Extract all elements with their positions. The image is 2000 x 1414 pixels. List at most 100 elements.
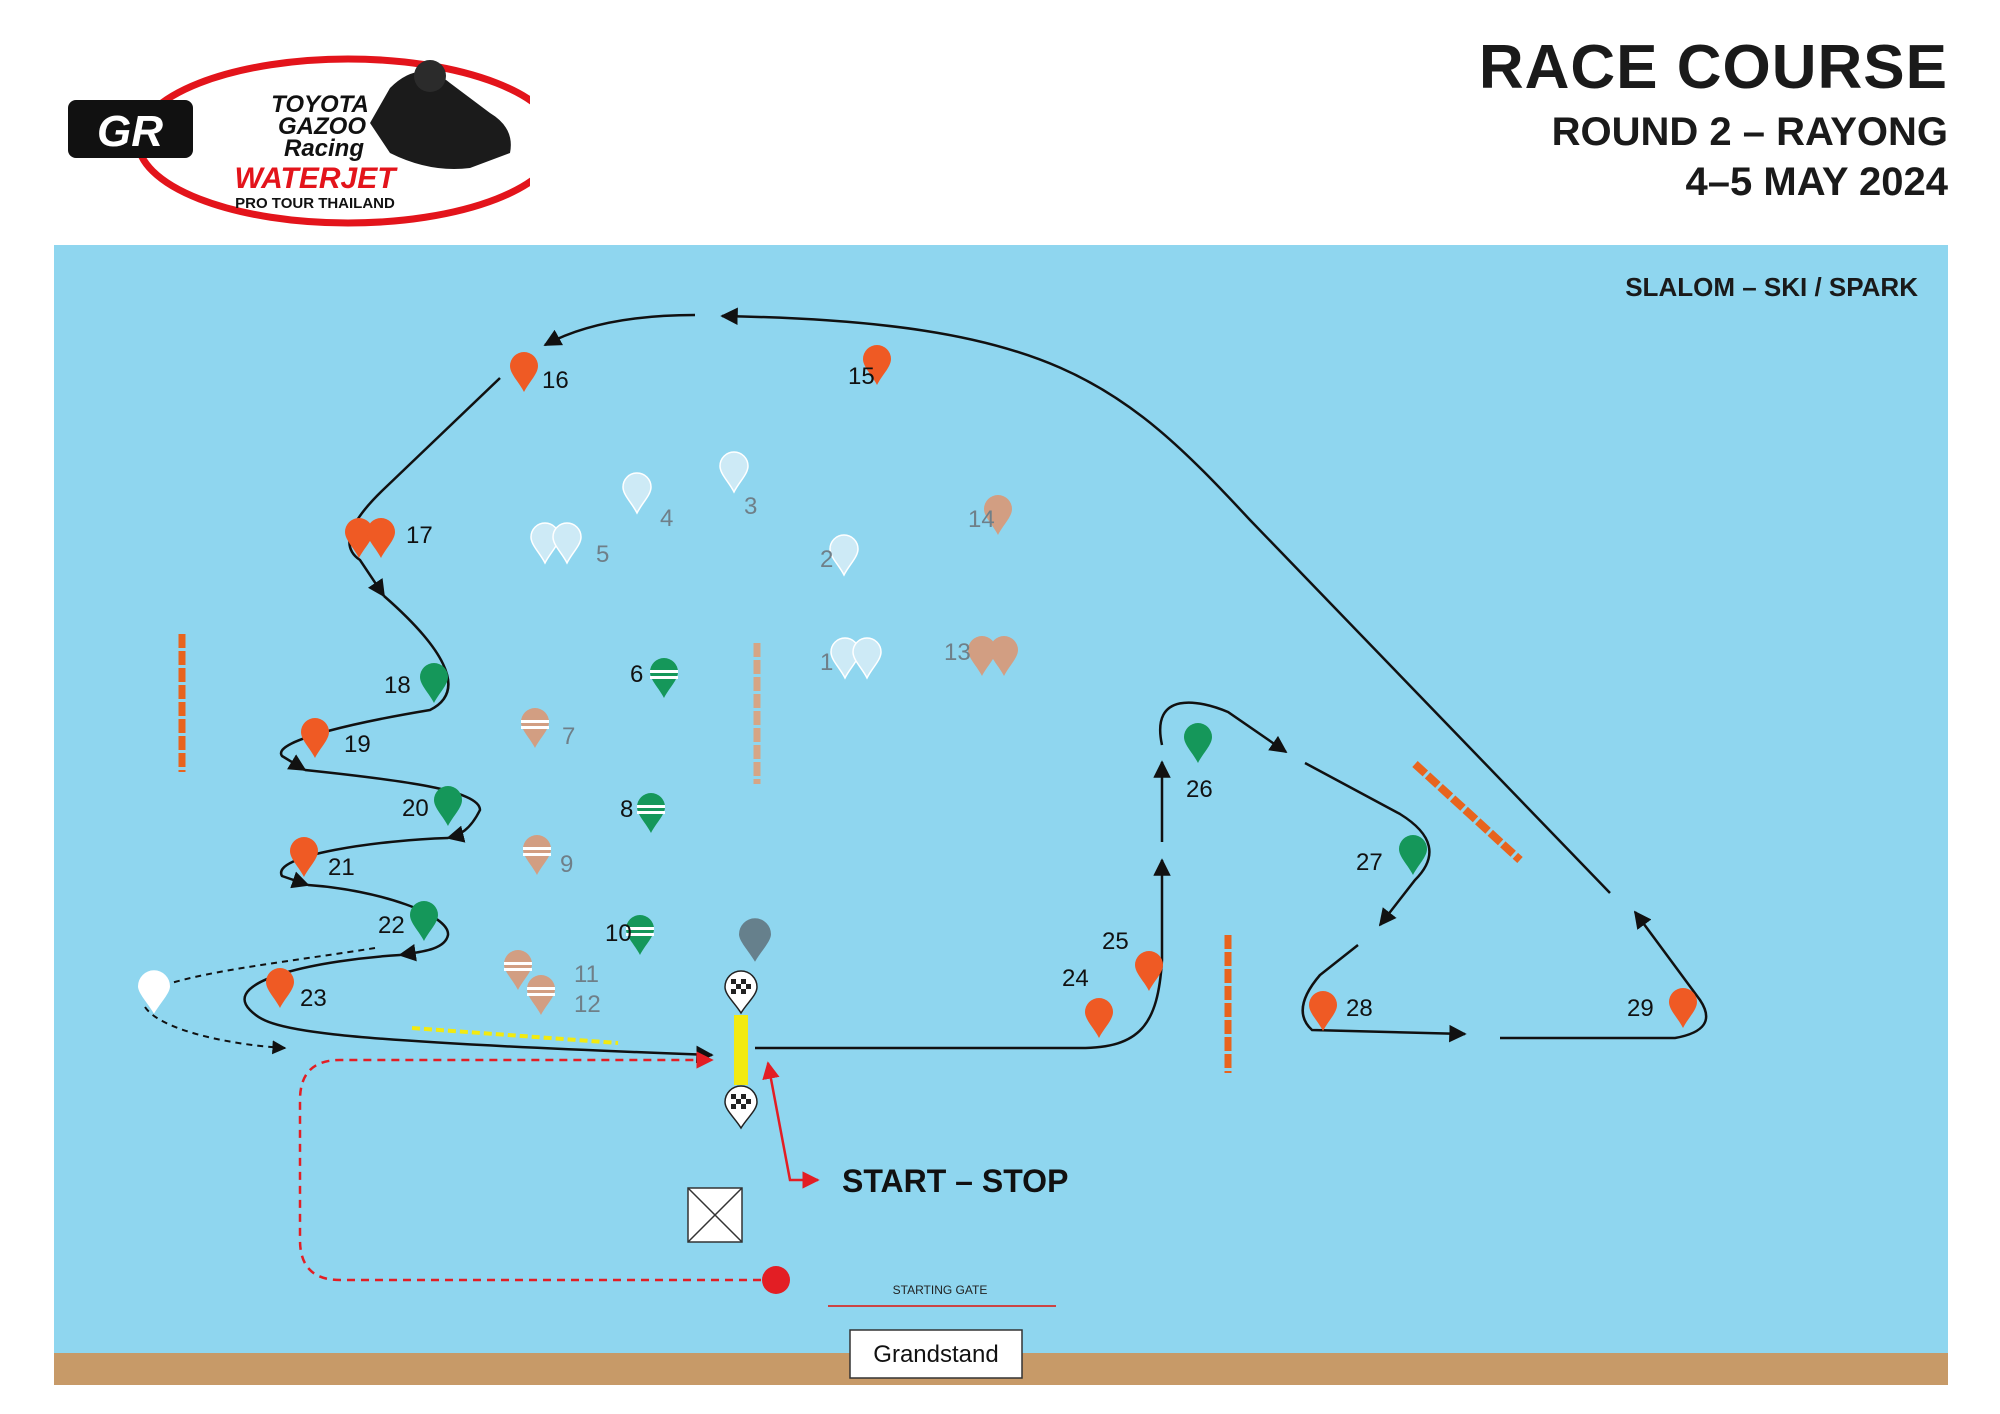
buoy-7-icon [521,708,549,748]
course-path-18-19 [279,595,450,772]
buoy-17-icon [345,518,373,558]
page-title: RACE COURSE [1478,33,1948,102]
buoy-11-label: 11 [574,961,599,988]
course-path-28 [1301,944,1467,1043]
start-point-marker [762,1266,790,1294]
logo-line-2: GAZOO [278,113,366,140]
buoy-layer: 1234567891011121314151617181920212223242… [266,345,1697,1038]
buoy-28-icon [1309,991,1337,1031]
start-stop-label: START – STOP [842,1163,1068,1199]
buoy-5-label: 5 [596,541,609,568]
buoy-14-label: 14 [968,506,995,533]
buoy-26-icon [1184,723,1212,763]
course-path-back-straight [720,307,1611,894]
starting-gate-label: STARTING GATE [893,1283,988,1297]
buoy-13-icon-second [990,636,1018,676]
buoy-29-label: 29 [1627,995,1654,1022]
checkered-flag-bottom-icon [724,1085,758,1130]
buoy-4-label: 4 [660,505,673,532]
logo-line-1: TOYOTA [271,91,369,118]
buoy-2-icon [829,534,859,577]
event-dates: 4–5 MAY 2024 [1685,160,1948,204]
buoy-9-icon [523,835,551,875]
round-subtitle: ROUND 2 – RAYONG [1551,110,1948,154]
buoy-17-icon-second [367,518,395,558]
buoy-12-label: 12 [574,991,601,1018]
buoy-27-label: 27 [1356,849,1383,876]
barrier-diagonal [1412,761,1523,863]
buoy-23-icon [266,968,294,1008]
buoy-13-label: 13 [944,639,971,666]
buoy-8-icon [637,793,665,833]
buoy-8-label: 8 [620,796,633,823]
buoy-24-icon [1085,998,1113,1038]
buoy-18-icon [420,663,448,703]
buoy-24-label: 24 [1062,965,1089,992]
logo-event-sub: PRO TOUR THAILAND [235,195,395,212]
water-area [54,245,1948,1353]
buoy-25-icon [1135,951,1163,991]
buoy-13-icon [968,636,996,676]
buoy-4-icon [622,472,652,515]
buoy-17-label: 17 [406,522,433,549]
buoy-19-icon [301,718,329,758]
buoy-20-label: 20 [402,795,429,822]
start-stop-callout-arrow [762,1061,820,1189]
buoy-20-icon [434,786,462,826]
buoy-14-icon [984,495,1012,535]
buoy-1-label: 1 [820,649,833,676]
buoy-3-label: 3 [744,493,757,520]
buoy-25-label: 25 [1102,928,1129,955]
jetski-rider-silhouette [370,71,511,169]
buoy-26-label: 26 [1186,776,1213,803]
buoy-3-icon [719,451,749,494]
buoy-15-label: 15 [848,363,875,390]
start-approach-path [298,1051,775,1282]
buoy-27-icon [1399,835,1427,875]
buoy-22-label: 22 [378,912,405,939]
buoy-21-label: 21 [328,854,355,881]
buoy-16-icon [510,352,538,392]
rider-helmet-icon [414,60,446,92]
buoy-29-icon [1669,988,1697,1028]
buoy-12-icon [527,975,555,1015]
buoy-15-icon [863,345,891,385]
logo-event-name: WATERJET [234,162,398,195]
gr-mark: GR [97,107,163,156]
course-path-29 [1500,910,1708,1040]
toyota-gazoo-racing-waterjet-logo: GR TOYOTA GAZOO Racing WATERJET PRO TOUR… [68,55,530,227]
buoy-23-label: 23 [300,985,327,1012]
course-path-top [543,313,696,347]
buoy-9-label: 9 [560,851,573,878]
grandstand-label: Grandstand [873,1341,998,1368]
gr-badge [68,100,193,158]
buoy-10-label: 10 [605,920,632,947]
yellow-dashed-line [411,1026,619,1045]
logo-line-3: Racing [284,135,364,162]
buoy-22-icon [410,901,438,941]
course-path-20 [304,768,482,843]
buoy-19-label: 19 [344,731,371,758]
buoy-11-icon [504,950,532,990]
course-path-23-finish [243,953,714,1064]
start-stop-line [734,1015,748,1085]
buoy-1-icon-second [852,637,882,680]
course-path-26 [1158,701,1288,754]
buoy-28-label: 28 [1346,995,1373,1022]
course-path-22 [307,883,450,962]
grandstand-box [849,1329,1023,1379]
course-path-27 [1304,761,1431,927]
class-label: SLALOM – SKI / SPARK [1625,272,1918,302]
buoy-5-icon-second [552,522,582,565]
buoy-16-label: 16 [542,367,569,394]
buoy-7-label: 7 [562,723,575,750]
buoy-10-icon [626,915,654,955]
course-path-21 [279,836,449,889]
buoy-18-label: 18 [384,672,411,699]
checkered-flag-top-icon [724,970,758,1015]
judge-box-icon [687,1187,743,1243]
buoy-6-icon [650,658,678,698]
buoy-2-label: 2 [820,546,833,573]
buoy-6-label: 6 [630,661,643,688]
